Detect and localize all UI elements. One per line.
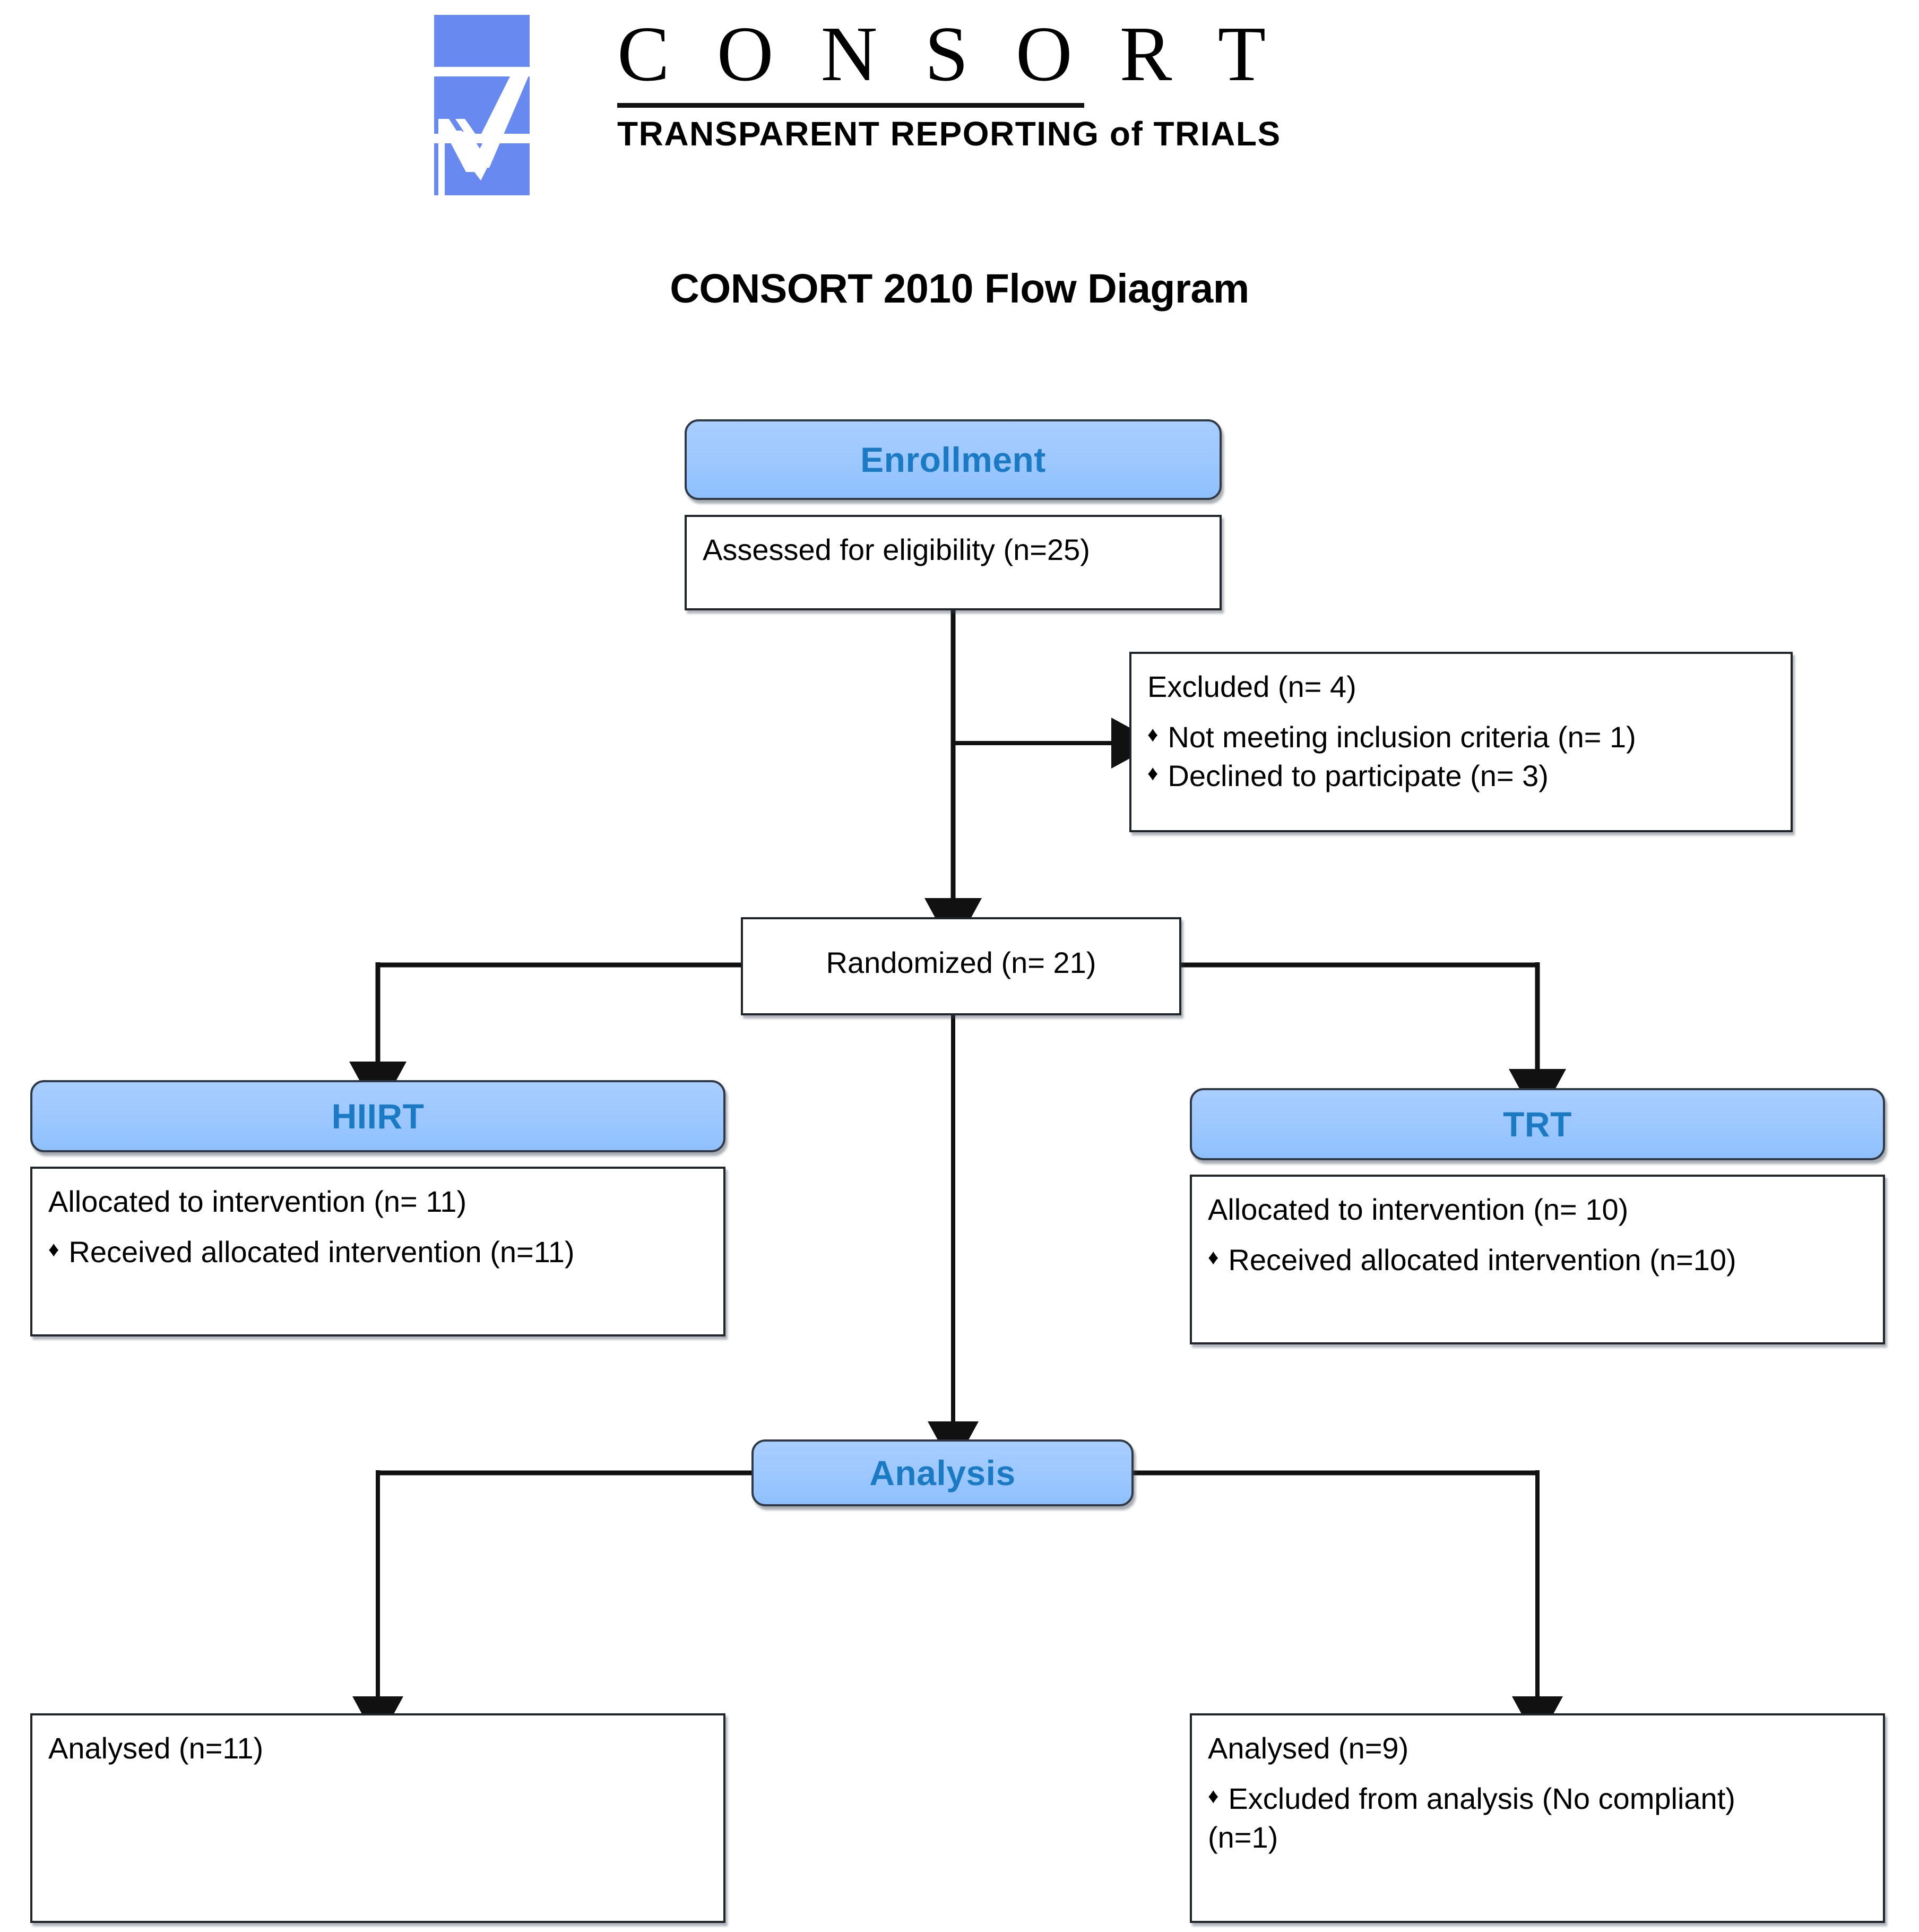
diamond-bullet-icon: ♦ [1147, 722, 1159, 746]
excluded-from-analysis-count: (n=1) [1208, 1820, 1278, 1854]
received-intervention-text: Received allocated intervention (n=11) [68, 1235, 575, 1269]
excluded-reason-item: ♦ Not meeting inclusion criteria (n= 1) [1147, 718, 1775, 757]
excluded-from-analysis-item: ♦ Excluded from analysis (No compliant) [1208, 1780, 1867, 1818]
enrollment-header: Enrollment [685, 419, 1222, 500]
logo-divider [617, 103, 1084, 108]
analysed-box-trt: Analysed (n=9) ♦ Excluded from analysis … [1190, 1713, 1885, 1923]
allocated-to-intervention-text: Allocated to intervention (n= 11) [48, 1185, 467, 1218]
excluded-title: Excluded (n= 4) [1147, 670, 1356, 703]
allocated-to-intervention-text: Allocated to intervention (n= 10) [1208, 1193, 1629, 1226]
diamond-bullet-icon: ♦ [1208, 1245, 1219, 1269]
randomized-text: Randomized (n= 21) [826, 946, 1096, 979]
received-intervention-item: ♦ Received allocated intervention (n=10) [1208, 1241, 1867, 1280]
excluded-box: Excluded (n= 4) ♦ Not meeting inclusion … [1129, 652, 1793, 832]
excluded-reason-item: ♦ Declined to participate (n= 3) [1147, 757, 1775, 796]
page-title: CONSORT 2010 Flow Diagram [670, 266, 1249, 312]
excluded-from-analysis-text: Excluded from analysis (No compliant) [1228, 1781, 1735, 1815]
analysed-count-text: Analysed (n=9) [1208, 1731, 1409, 1765]
allocation-box-trt: Allocated to intervention (n= 10) ♦ Rece… [1190, 1175, 1885, 1344]
randomized-box: Randomized (n= 21) [741, 917, 1181, 1015]
analysed-count-text: Analysed (n=11) [48, 1731, 264, 1765]
allocation-header-hiirt: HIIRT [30, 1080, 725, 1152]
excluded-reason-text: Not meeting inclusion criteria (n= 1) [1168, 720, 1636, 754]
allocation-header-trt: TRT [1190, 1088, 1885, 1160]
assessed-for-eligibility-box: Assessed for eligibility (n=25) [685, 515, 1222, 610]
received-intervention-text: Received allocated intervention (n=10) [1228, 1243, 1736, 1276]
analysis-header: Analysis [751, 1439, 1134, 1506]
diamond-bullet-icon: ♦ [48, 1237, 59, 1261]
received-intervention-item: ♦ Received allocated intervention (n=11) [48, 1233, 707, 1272]
diamond-bullet-icon: ♦ [1147, 761, 1159, 785]
analysed-box-hiirt: Analysed (n=11) [30, 1713, 725, 1923]
assessed-for-eligibility-text: Assessed for eligibility (n=25) [703, 533, 1090, 566]
diamond-bullet-icon: ♦ [1208, 1784, 1219, 1808]
excluded-reason-text: Declined to participate (n= 3) [1168, 758, 1549, 792]
allocation-box-hiirt: Allocated to intervention (n= 11) ♦ Rece… [30, 1167, 725, 1336]
